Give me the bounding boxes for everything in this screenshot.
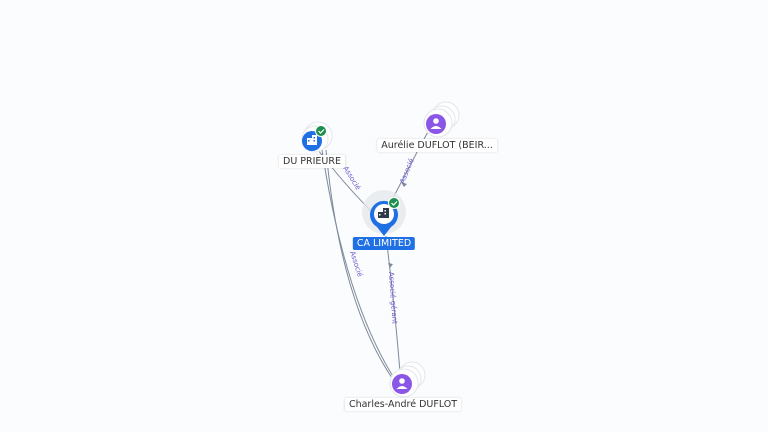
edge-aurelie-center[interactable] <box>391 127 431 201</box>
edge-label-charles-center: Associé-gérant <box>387 272 399 325</box>
node-du-prieure[interactable] <box>301 121 333 153</box>
node-label-du-prieure[interactable]: DU PRIEURE <box>279 155 345 168</box>
edge-arrows <box>388 182 407 268</box>
node-aurelie-duflot[interactable] <box>423 101 460 138</box>
node-charles-andre-duflot[interactable] <box>389 361 426 398</box>
edge-charles-prieure[interactable] <box>321 149 395 379</box>
node-label-ca-limited[interactable]: CA LIMITED <box>352 237 416 250</box>
node-label-aurelie-duflot[interactable]: Aurélie DUFLOT (BEIR... <box>377 139 497 152</box>
verified-check-icon <box>388 197 400 209</box>
building-icon <box>378 208 389 218</box>
edge-label-prieure-center: Associé <box>341 165 362 192</box>
edge-charles-prieure-2 <box>325 149 393 379</box>
edge-label-charles-prieure: Associé <box>348 250 364 278</box>
edge-charles-center[interactable] <box>385 235 401 373</box>
node-label-charles-andre-duflot[interactable]: Charles-André DUFLOT <box>344 398 462 411</box>
person-icon <box>396 378 408 389</box>
verified-check-icon <box>315 125 327 137</box>
building-icon <box>307 135 317 145</box>
person-icon <box>430 118 442 129</box>
node-ca-limited[interactable] <box>362 190 406 236</box>
edge-label-aurelie-center: Associé <box>398 157 415 185</box>
